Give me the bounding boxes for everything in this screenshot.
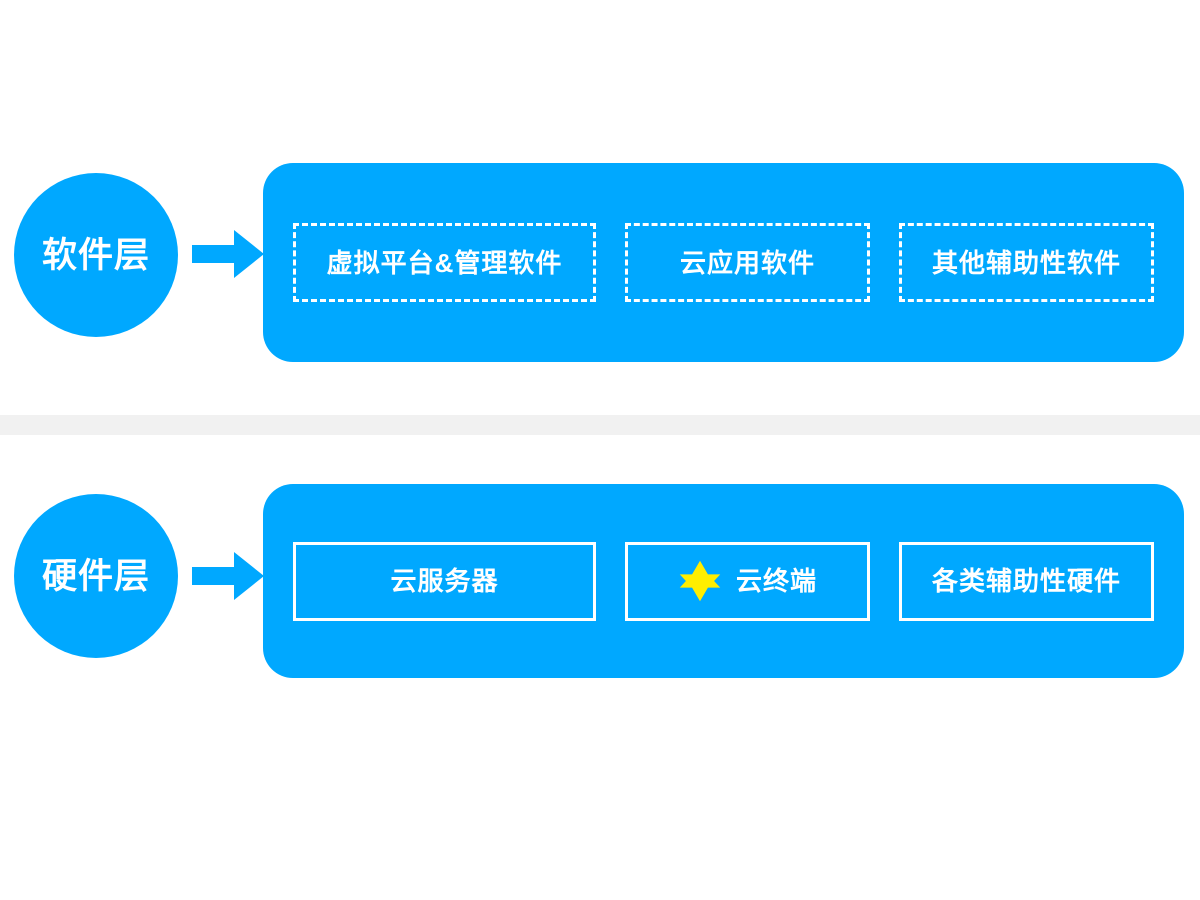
layer-circle-label-software: 软件层 (41, 235, 150, 275)
hardware-item-box-cloud-server[interactable]: 云服务器 (293, 541, 596, 621)
right-arrow-icon (192, 228, 264, 280)
software-item-box-virtual-platform[interactable]: 虚拟平台&管理软件 (293, 223, 596, 302)
software-item-box-cloud-application[interactable]: 云应用软件 (625, 223, 870, 302)
layer-circle-hardware[interactable]: 硬件层 (14, 494, 178, 658)
layer-panel-software: 虚拟平台&管理软件 云应用软件 其他辅助性软件 (263, 163, 1184, 362)
software-item-label-0: 虚拟平台&管理软件 (326, 247, 563, 278)
right-arrow-icon (192, 550, 264, 602)
software-item-label-1: 云应用软件 (679, 247, 815, 278)
section-divider (0, 415, 1200, 435)
hardware-item-label-1: 云终端 (735, 566, 817, 596)
star-icon (678, 559, 722, 603)
hardware-item-label-0: 云服务器 (390, 566, 499, 596)
hardware-item-box-auxiliary-hardware[interactable]: 各类辅助性硬件 (899, 541, 1154, 621)
hardware-item-label-2: 各类辅助性硬件 (931, 566, 1121, 596)
layer-circle-software[interactable]: 软件层 (14, 173, 178, 337)
layer-circle-label-hardware: 硬件层 (41, 556, 150, 596)
layer-panel-hardware: 云服务器 云终端 各类辅助性硬件 (263, 484, 1184, 678)
software-item-label-2: 其他辅助性软件 (931, 247, 1121, 278)
hardware-item-box-cloud-terminal[interactable]: 云终端 (625, 541, 870, 621)
software-item-box-other-auxiliary[interactable]: 其他辅助性软件 (899, 223, 1154, 302)
